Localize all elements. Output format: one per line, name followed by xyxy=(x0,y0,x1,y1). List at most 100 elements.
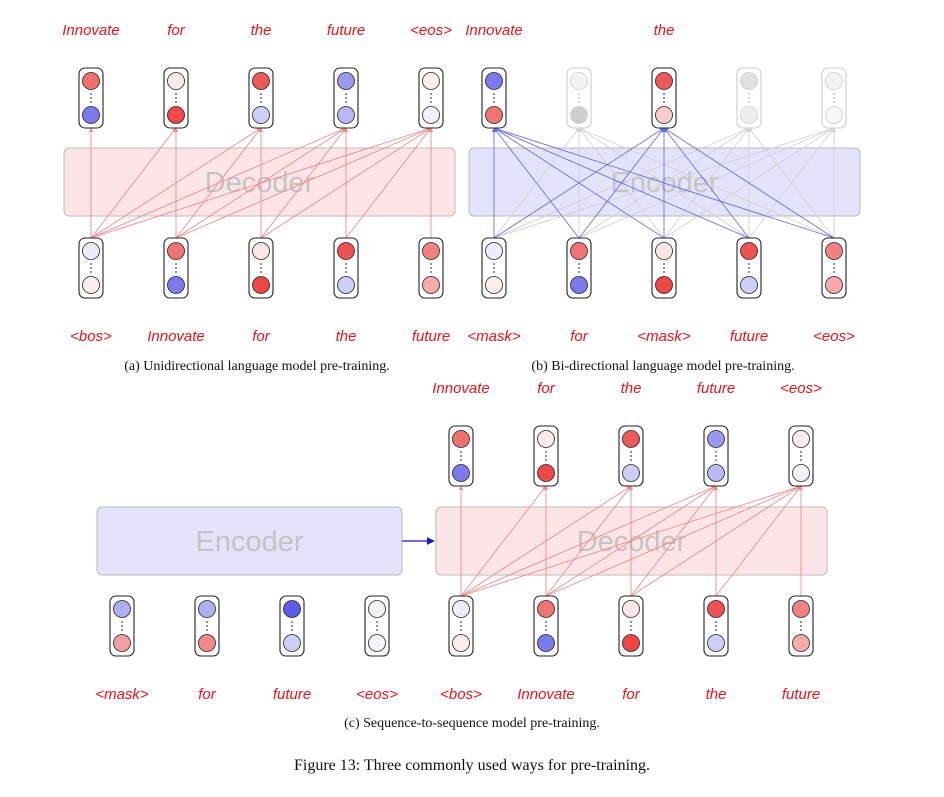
vector-ellipsis-dot xyxy=(493,101,495,103)
vector-cell-bottom xyxy=(825,106,843,124)
vector-cell-top xyxy=(485,242,503,260)
vector-cell-top xyxy=(283,600,301,618)
vector-cell-bottom xyxy=(337,276,355,294)
vector-ellipsis-dot xyxy=(90,97,92,99)
encoder-block-c: Encoder xyxy=(96,506,403,576)
vector-ellipsis-dot xyxy=(460,621,462,623)
vector-ellipsis-dot xyxy=(175,263,177,265)
input-vector xyxy=(821,237,847,299)
decoder-input-label: for xyxy=(622,686,641,703)
output-vector xyxy=(821,67,847,129)
vector-ellipsis-dot xyxy=(800,451,802,453)
vector-ellipsis-dot xyxy=(260,267,262,269)
decoder-input-label: future xyxy=(782,686,820,703)
output-token-label: the xyxy=(654,22,675,39)
vector-ellipsis-dot xyxy=(663,93,665,95)
vector-ellipsis-dot xyxy=(748,271,750,273)
vector-ellipsis-dot xyxy=(260,97,262,99)
output-vector xyxy=(736,67,762,129)
vector-ellipsis-dot xyxy=(493,271,495,273)
vector-ellipsis-dot xyxy=(630,625,632,627)
encoder-input-vector xyxy=(109,595,135,657)
vector-cell-top xyxy=(740,72,758,90)
vector-ellipsis-dot xyxy=(260,271,262,273)
output-token-label: Innovate xyxy=(432,380,490,397)
vector-cell-top xyxy=(792,600,810,618)
vector-ellipsis-dot xyxy=(833,97,835,99)
vector-ellipsis-dot xyxy=(748,101,750,103)
vector-cell-top xyxy=(422,242,440,260)
decoder-input-vector xyxy=(448,595,474,657)
vector-cell-top xyxy=(655,72,673,90)
vector-ellipsis-dot xyxy=(715,455,717,457)
decoder-input-vector xyxy=(788,595,814,657)
vector-ellipsis-dot xyxy=(715,451,717,453)
vector-cell-bottom xyxy=(622,464,640,482)
vector-cell-top xyxy=(485,72,503,90)
vector-ellipsis-dot xyxy=(630,621,632,623)
vector-cell-bottom xyxy=(537,464,555,482)
output-vector xyxy=(618,425,644,487)
attention-edge xyxy=(175,127,262,239)
vector-cell-bottom xyxy=(570,276,588,294)
vector-ellipsis-dot xyxy=(578,271,580,273)
vector-cell-bottom xyxy=(740,106,758,124)
vector-ellipsis-dot xyxy=(663,263,665,265)
vector-ellipsis-dot xyxy=(260,93,262,95)
vector-ellipsis-dot xyxy=(430,101,432,103)
vector-ellipsis-dot xyxy=(90,271,92,273)
vector-ellipsis-dot xyxy=(291,625,293,627)
attention-edge xyxy=(345,127,432,239)
vector-cell-top xyxy=(252,242,270,260)
input-token-label: <eos> xyxy=(813,328,855,345)
vector-cell-bottom xyxy=(537,634,555,652)
vector-cell-top xyxy=(167,242,185,260)
vector-ellipsis-dot xyxy=(345,271,347,273)
vector-ellipsis-dot xyxy=(175,97,177,99)
vector-ellipsis-dot xyxy=(430,267,432,269)
vector-ellipsis-dot xyxy=(800,455,802,457)
vector-ellipsis-dot xyxy=(663,271,665,273)
output-token-label: the xyxy=(621,380,642,397)
vector-ellipsis-dot xyxy=(715,625,717,627)
vector-cell-bottom xyxy=(452,634,470,652)
attention-edges-a xyxy=(88,127,434,239)
encoder-block-b: Encoder xyxy=(468,147,861,217)
input-token-label: the xyxy=(336,328,357,345)
vector-cell-top xyxy=(82,72,100,90)
attention-edge xyxy=(630,485,717,597)
vector-ellipsis-dot xyxy=(545,459,547,461)
vector-ellipsis-dot xyxy=(430,263,432,265)
input-token-label: for xyxy=(570,328,589,345)
input-token-label: future xyxy=(730,328,768,345)
attention-edges-c xyxy=(458,485,804,597)
vector-ellipsis-dot xyxy=(175,267,177,269)
encoder-input-vector xyxy=(194,595,220,657)
decoder-input-label: <bos> xyxy=(440,686,482,703)
panel-bidirectional: EncoderInnovate<mask>forthe<mask>future<… xyxy=(465,22,861,345)
vector-ellipsis-dot xyxy=(121,625,123,627)
output-vector xyxy=(566,67,592,129)
vector-ellipsis-dot xyxy=(748,93,750,95)
input-vector xyxy=(163,237,189,299)
vector-cell-bottom xyxy=(422,276,440,294)
attention-edge xyxy=(748,127,835,239)
vector-cell-bottom xyxy=(82,276,100,294)
vector-cell-bottom xyxy=(167,106,185,124)
vector-cell-bottom xyxy=(825,276,843,294)
vector-cell-bottom xyxy=(740,276,758,294)
vector-ellipsis-dot xyxy=(800,629,802,631)
vector-cell-top xyxy=(740,242,758,260)
decoder-input-label: Innovate xyxy=(517,686,575,703)
output-vector xyxy=(78,67,104,129)
vector-cell-top xyxy=(655,242,673,260)
vector-cell-bottom xyxy=(252,276,270,294)
caption-panel-a: (a) Unidirectional language model pre-tr… xyxy=(124,359,390,374)
vector-cell-top xyxy=(825,242,843,260)
output-vector xyxy=(418,67,444,129)
output-token-label: future xyxy=(327,22,365,39)
input-vector xyxy=(481,237,507,299)
vector-cell-top xyxy=(537,600,555,618)
vector-cell-bottom xyxy=(485,276,503,294)
